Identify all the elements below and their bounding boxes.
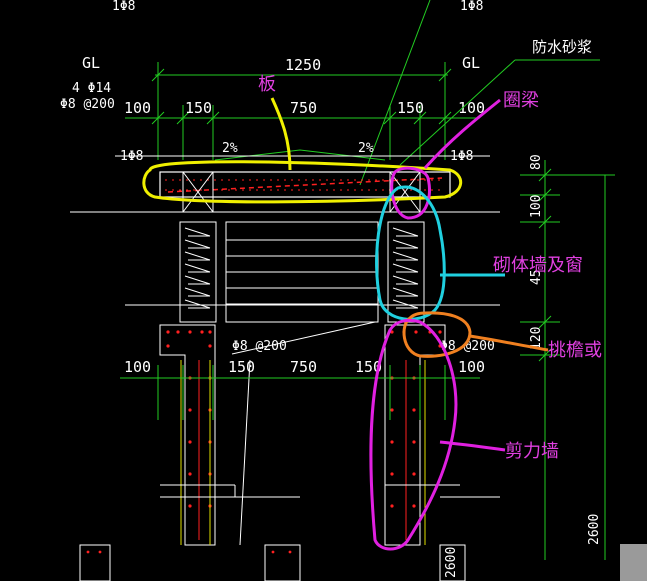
vertical-dim-45: 45 bbox=[529, 269, 544, 285]
shear-wall-marker bbox=[369, 318, 458, 551]
eave-leader bbox=[469, 334, 549, 352]
bottom-cut-walls bbox=[79, 544, 466, 581]
upper-leader bbox=[359, 0, 431, 186]
vertical-dim-2600-bottom: 2600 bbox=[444, 547, 459, 578]
overall-dim-text: 1250 bbox=[285, 56, 321, 74]
masonry-wall-right bbox=[387, 221, 425, 323]
bottom-dim-750: 750 bbox=[290, 358, 317, 376]
stirrup-leader-down bbox=[239, 359, 251, 546]
vertical-dim-120: 120 bbox=[529, 327, 544, 350]
bottom-dimension-line bbox=[120, 365, 480, 420]
slope-left: 2% bbox=[222, 141, 238, 156]
masonry-annotation: 砌体墙及窗 bbox=[493, 255, 583, 276]
top-right-cut-label: 1Φ8 bbox=[460, 0, 483, 14]
eave-marker bbox=[402, 311, 472, 358]
dim-750: 750 bbox=[290, 99, 317, 117]
main-rebar-label: 4 Φ14 bbox=[72, 81, 111, 96]
ring-beam-annotation: 圈梁 bbox=[503, 90, 539, 111]
slope-right: 2% bbox=[358, 141, 374, 156]
eave-left bbox=[159, 324, 216, 546]
bottom-dim-150-right: 150 bbox=[355, 358, 382, 376]
window bbox=[225, 221, 379, 323]
vertical-dim-80: 80 bbox=[529, 154, 544, 170]
slab-marker bbox=[142, 160, 463, 204]
dim-150-left: 150 bbox=[185, 99, 212, 117]
yellow-rebar-lines bbox=[180, 360, 426, 545]
dim-100-right: 100 bbox=[458, 99, 485, 117]
top-left-cut-label: 1Φ8 bbox=[112, 0, 135, 14]
scrollbar-corner[interactable] bbox=[620, 544, 647, 581]
lower-stirrup-left: Φ8 @200 bbox=[232, 339, 287, 354]
right-vertical-dimension bbox=[520, 160, 615, 560]
stirrup-rebar-label: Φ8 @200 bbox=[60, 97, 115, 112]
sub-dimension-line bbox=[125, 105, 480, 160]
shear-wall-annotation: 剪力墙 bbox=[505, 441, 559, 462]
vertical-dim-100: 100 bbox=[529, 195, 544, 218]
shear-wall-rebar-lines bbox=[198, 360, 407, 540]
bottom-cut-rebar bbox=[86, 550, 292, 554]
eave-annotation: 挑檐或 bbox=[548, 340, 602, 361]
gl-left-label: GL bbox=[82, 54, 100, 72]
overall-dimension bbox=[151, 62, 452, 160]
waterproof-mortar-label: 防水砂浆 bbox=[532, 38, 592, 56]
stirrup-leader bbox=[231, 321, 376, 355]
eave-right bbox=[384, 324, 446, 546]
slab-annotation: 板 bbox=[258, 74, 276, 95]
dim-100-left: 100 bbox=[124, 99, 151, 117]
slab-leader bbox=[270, 97, 292, 171]
dim-150-right: 150 bbox=[397, 99, 424, 117]
slope-arrows bbox=[214, 149, 386, 161]
waterproof-leader bbox=[399, 59, 516, 166]
ring-beam-left bbox=[182, 171, 214, 213]
masonry-wall-left bbox=[179, 221, 217, 323]
masonry-marker bbox=[375, 185, 446, 321]
gl-right-label: GL bbox=[462, 54, 480, 72]
bottom-dim-150-left: 150 bbox=[228, 358, 255, 376]
eave-rebar bbox=[166, 330, 442, 508]
shear-wall-leader bbox=[439, 440, 506, 452]
vertical-dim-2600-right: 2600 bbox=[587, 514, 602, 545]
bottom-dim-100-left: 100 bbox=[124, 358, 151, 376]
ring-beam-leader bbox=[423, 98, 501, 169]
ring-beam-marker bbox=[390, 166, 431, 220]
bottom-dim-100-right: 100 bbox=[458, 358, 485, 376]
